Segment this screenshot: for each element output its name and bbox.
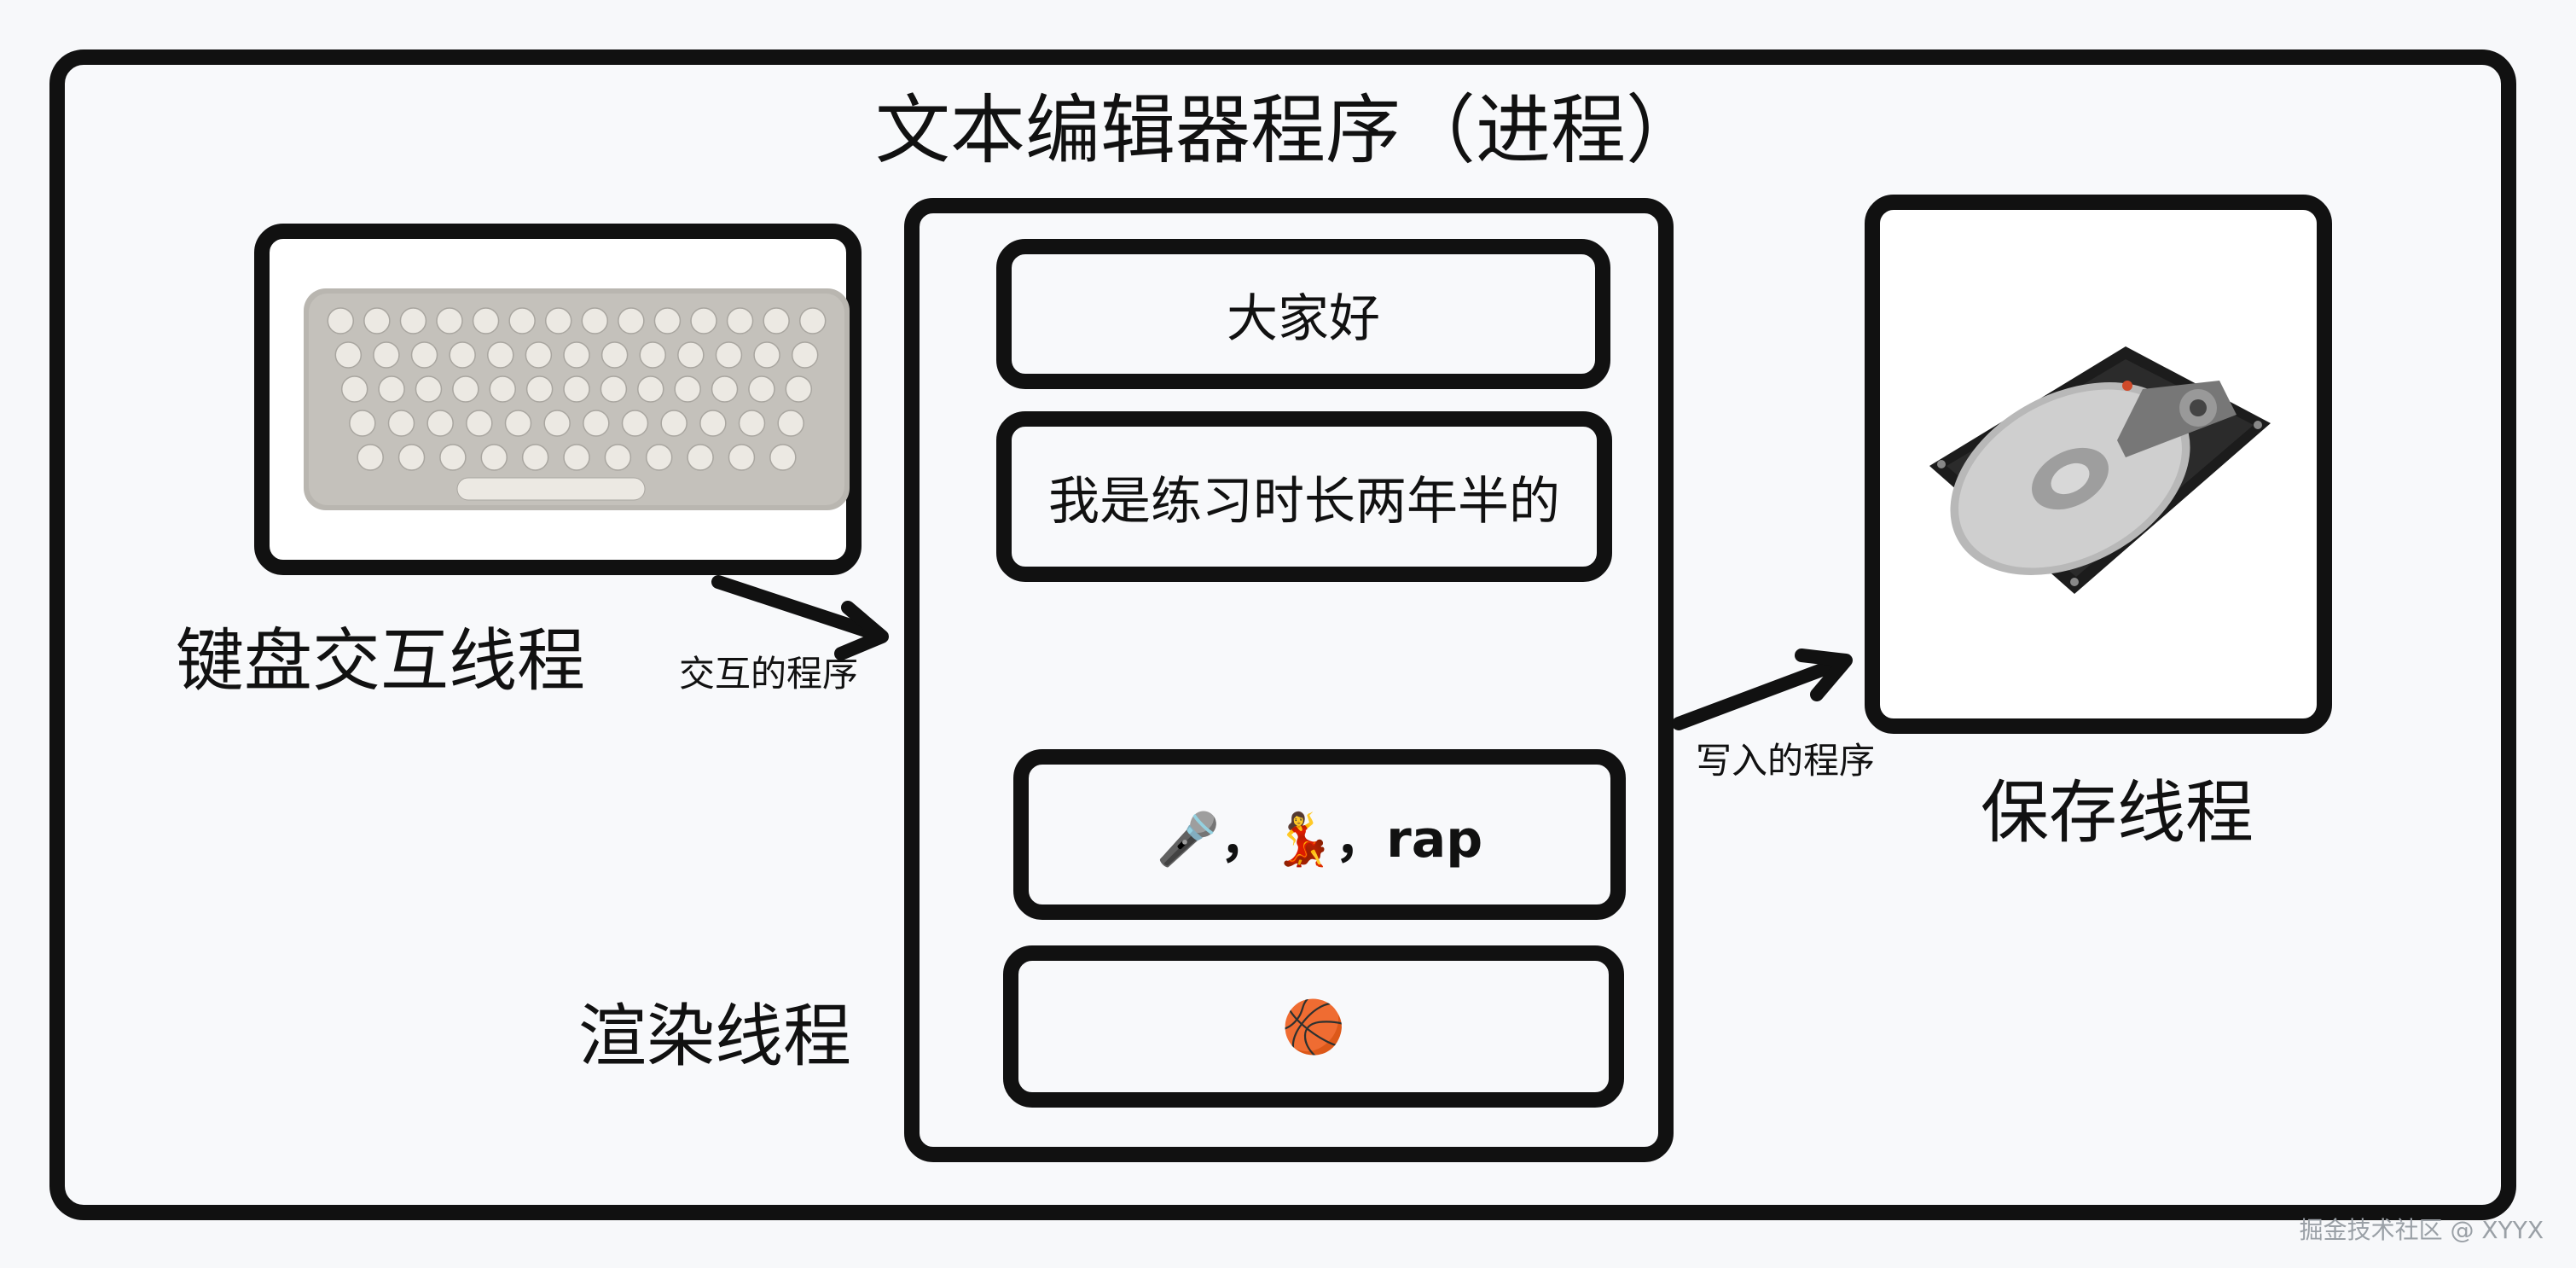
text-card-3: 🎤，💃，rap: [1013, 749, 1626, 920]
keyboard-icon: [304, 288, 850, 510]
keyboard-thread-label: 键盘交互线程: [176, 621, 585, 701]
save-thread-label: 保存线程: [1981, 773, 2254, 852]
diagram-title: 文本编辑器程序（进程）: [874, 86, 1701, 174]
interaction-program-label: 交互的程序: [679, 653, 859, 695]
keyboard-frame: [254, 224, 862, 575]
hard-disk-icon: [1929, 346, 2271, 594]
write-program-label: 写入的程序: [1696, 740, 1876, 782]
card-text-4: 🏀: [1281, 997, 1346, 1057]
text-card-1: 大家好: [996, 239, 1610, 389]
card-text-1: 大家好: [1227, 288, 1380, 349]
disk-frame: [1865, 195, 2332, 734]
text-card-2: 我是练习时长两年半的: [996, 411, 1612, 582]
text-card-4: 🏀: [1003, 945, 1624, 1108]
render-thread-label: 渲染线程: [578, 997, 851, 1076]
watermark: 掘金技术社区 @ XYYX: [2299, 1216, 2544, 1244]
card-text-3: 🎤，💃，rap: [1156, 809, 1483, 870]
card-text-2: 我是练习时长两年半的: [1048, 471, 1560, 532]
